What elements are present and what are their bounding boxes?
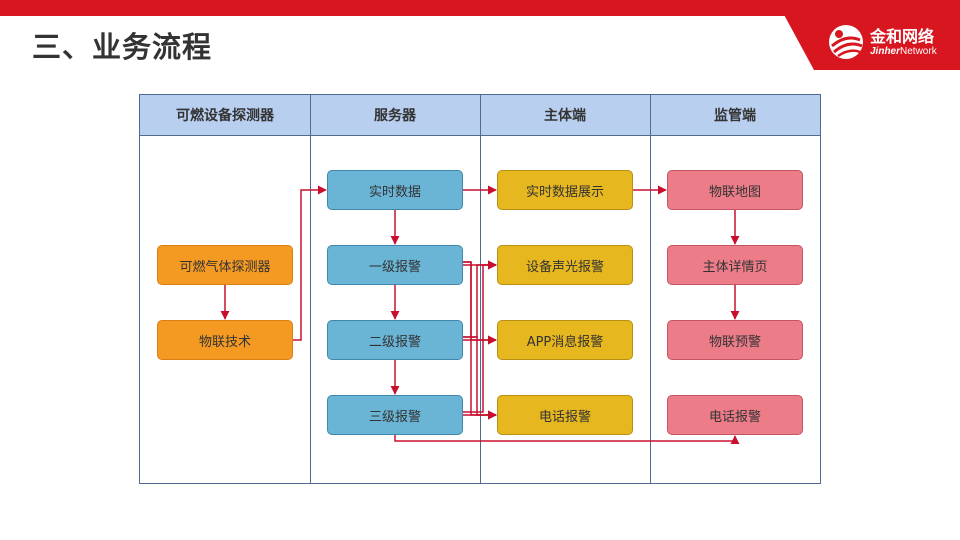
lane-divider-3: [650, 95, 651, 483]
lane-divider-2: [480, 95, 481, 483]
logo-english-name: JinherNetwork: [870, 46, 937, 57]
node-alarm-level1: 一级报警: [327, 245, 463, 285]
node-phone-alarm-main: 电话报警: [497, 395, 633, 435]
node-iot-warning: 物联预警: [667, 320, 803, 360]
node-sound-light-alarm: 设备声光报警: [497, 245, 633, 285]
node-iot-map: 物联地图: [667, 170, 803, 210]
node-gas-detector: 可燃气体探测器: [157, 245, 293, 285]
node-realtime-data: 实时数据: [327, 170, 463, 210]
lane-header-supervision: 监管端: [650, 95, 820, 136]
logo-english-bold: Jinher: [870, 46, 901, 57]
node-iot-tech: 物联技术: [157, 320, 293, 360]
node-entity-detail: 主体详情页: [667, 245, 803, 285]
logo-banner: [776, 0, 960, 70]
logo-globe-icon: [829, 25, 863, 59]
lane-header-server: 服务器: [310, 95, 480, 136]
lane-header-main-entity: 主体端: [480, 95, 650, 136]
node-alarm-level3: 三级报警: [327, 395, 463, 435]
logo-english-rest: Network: [900, 46, 937, 57]
node-app-message-alarm: APP消息报警: [497, 320, 633, 360]
top-accent-bar: [0, 0, 960, 16]
lane-divider-1: [310, 95, 311, 483]
node-realtime-display: 实时数据展示: [497, 170, 633, 210]
company-logo: 金和网络 JinherNetwork: [826, 22, 948, 62]
node-alarm-level2: 二级报警: [327, 320, 463, 360]
lane-header-detector: 可燃设备探测器: [140, 95, 310, 136]
logo-chinese-name: 金和网络: [870, 27, 935, 46]
page-title: 三、业务流程: [32, 30, 213, 64]
node-phone-alarm-supervision: 电话报警: [667, 395, 803, 435]
